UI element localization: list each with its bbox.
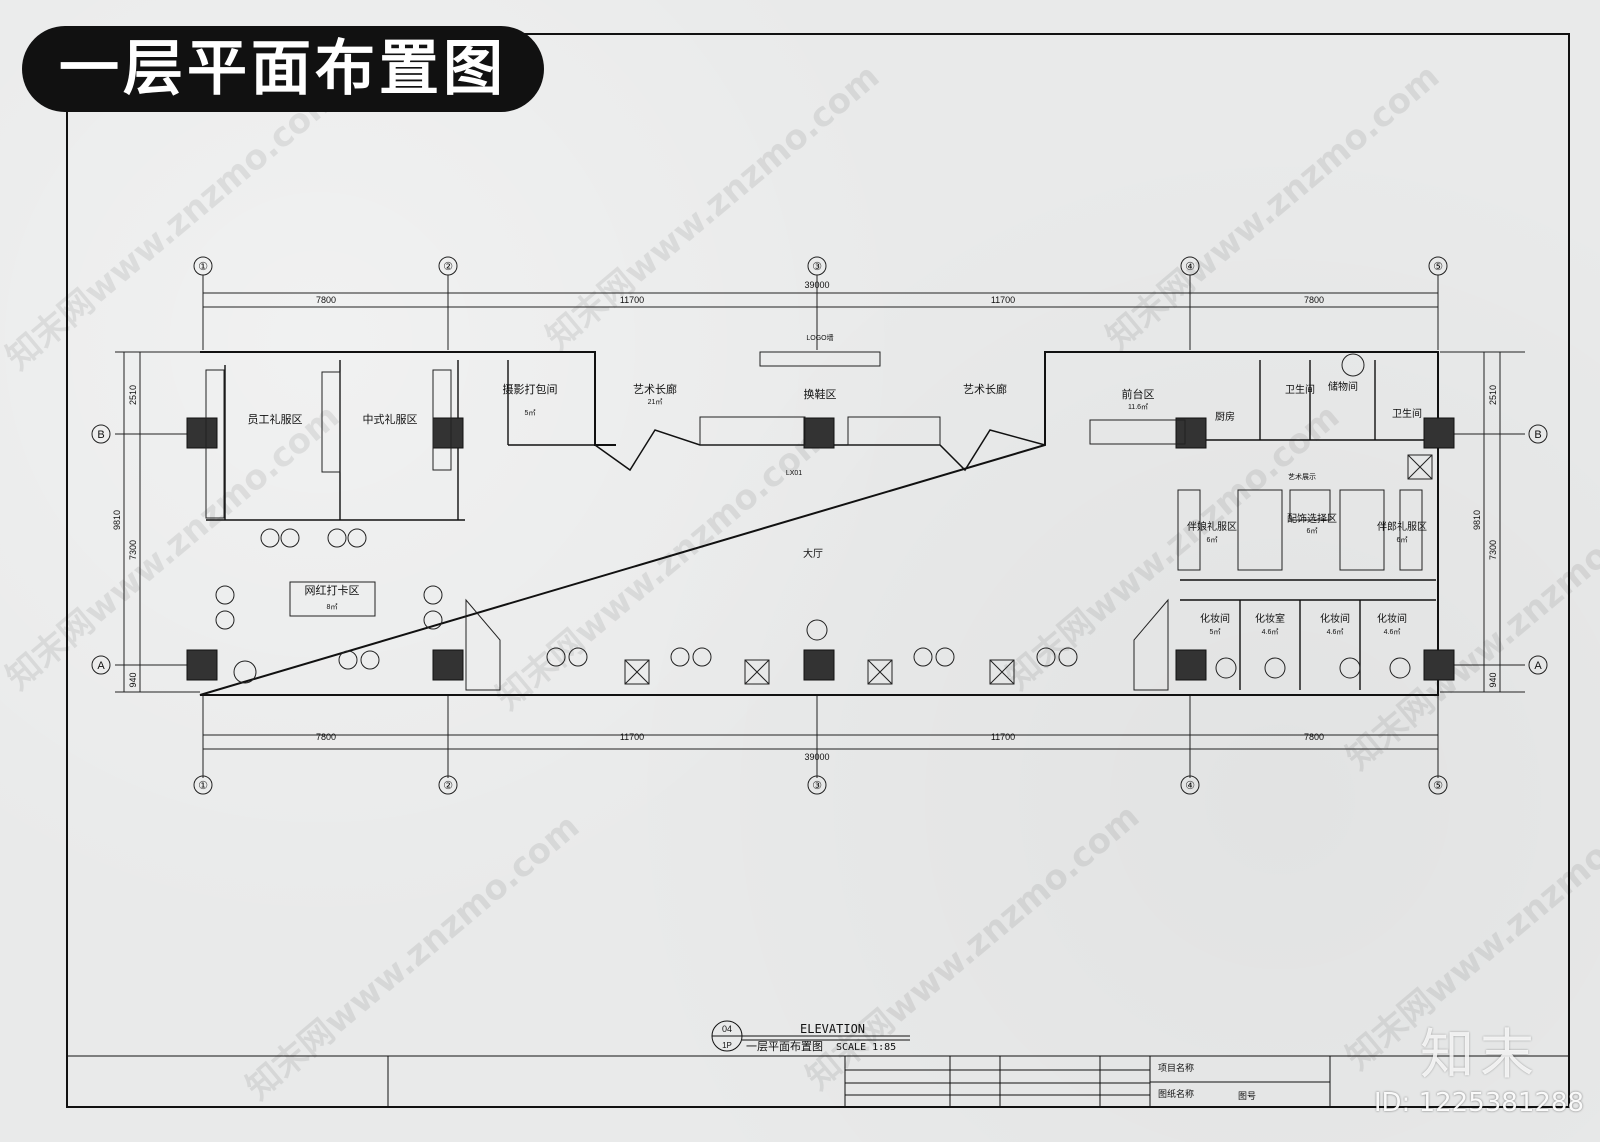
- dim-span: 7800: [316, 732, 336, 742]
- dim-side: 7300: [128, 540, 138, 560]
- elevation-caption: 一层平面布置图: [746, 1040, 823, 1053]
- axis-label: A: [97, 660, 105, 672]
- dim-side-total: 9810: [112, 510, 122, 530]
- room-label: 储物间: [1328, 380, 1358, 393]
- dim-span: 7800: [1304, 732, 1324, 742]
- room-area: 6㎡: [1397, 536, 1408, 544]
- room-label: 化妆间: [1200, 612, 1230, 625]
- dim-span: 11700: [991, 732, 1015, 742]
- axis-label: ④: [1185, 780, 1195, 792]
- axis-label: ⑤: [1433, 780, 1443, 792]
- room-area: 11.6㎡: [1128, 403, 1148, 411]
- room-label: 配饰选择区: [1287, 512, 1337, 525]
- dim-span: 7800: [316, 295, 336, 305]
- room-area: 4.6㎡: [1327, 628, 1344, 636]
- dim-side: 2510: [128, 385, 138, 405]
- room-area: 4.6㎡: [1384, 628, 1401, 636]
- note-label: 艺术展示: [1288, 472, 1316, 481]
- axis-label: ①: [198, 261, 208, 273]
- elevation-number: 04: [722, 1024, 732, 1034]
- dim-side: 940: [1488, 672, 1498, 687]
- dim-span: 11700: [620, 295, 644, 305]
- dim-total: 39000: [804, 752, 829, 762]
- elevation-scale: SCALE 1:85: [836, 1042, 896, 1053]
- room-label: 伴娘礼服区: [1187, 520, 1237, 533]
- dim-side: 7300: [1488, 540, 1498, 560]
- room-area: 21㎡: [648, 398, 663, 406]
- dim-side: 940: [128, 672, 138, 687]
- room-label: 中式礼服区: [363, 412, 418, 426]
- axis-label: ②: [443, 780, 453, 792]
- drawing-name-label: 图纸名称: [1158, 1088, 1194, 1099]
- room-label: 摄影打包间: [503, 382, 558, 396]
- room-label: 前台区: [1122, 387, 1155, 401]
- dim-span: 11700: [991, 295, 1015, 305]
- room-label: 化妆间: [1377, 612, 1407, 625]
- axis-label: ⑤: [1433, 261, 1443, 273]
- page-title: 一层平面布置图: [22, 26, 544, 112]
- axis-label: B: [1534, 429, 1541, 441]
- drawing-frame: [66, 33, 1570, 1108]
- room-area: 5㎡: [525, 409, 536, 417]
- drawing-no-label: 图号: [1238, 1091, 1256, 1101]
- dim-span: 11700: [620, 732, 644, 742]
- room-label: 卫生间: [1392, 407, 1422, 420]
- room-label: 化妆间: [1320, 612, 1350, 625]
- project-name-label: 项目名称: [1158, 1062, 1194, 1073]
- dim-total: 39000: [804, 280, 829, 290]
- note-label: LOGO墙: [806, 333, 833, 342]
- axis-label: ④: [1185, 261, 1195, 273]
- elevation-sheet: 1P: [722, 1041, 732, 1050]
- axis-label: ③: [812, 780, 822, 792]
- axis-label: B: [97, 429, 104, 441]
- room-area: 6㎡: [1207, 536, 1218, 544]
- room-label: 艺术长廊: [963, 382, 1007, 396]
- image-id: ID: 1225381288: [1373, 1088, 1584, 1118]
- room-label: 大厅: [803, 547, 823, 560]
- room-label: 员工礼服区: [248, 412, 303, 426]
- room-area: 5㎡: [1210, 628, 1221, 636]
- dim-side: 2510: [1488, 385, 1498, 405]
- dim-side-total: 9810: [1472, 510, 1482, 530]
- room-label: 艺术长廊: [633, 382, 677, 396]
- brand-logo: 知末: [1420, 1023, 1540, 1086]
- axis-label: ③: [812, 261, 822, 273]
- axis-label: ①: [198, 780, 208, 792]
- elevation-heading: ELEVATION: [800, 1022, 865, 1036]
- dim-span: 7800: [1304, 295, 1324, 305]
- note-label: LX01: [786, 470, 802, 477]
- room-label: 卫生间: [1285, 383, 1315, 396]
- room-label: 换鞋区: [804, 387, 837, 401]
- room-label: 网红打卡区: [305, 583, 360, 597]
- room-area: 4.6㎡: [1262, 628, 1279, 636]
- axis-label: ②: [443, 261, 453, 273]
- room-area: 8㎡: [327, 603, 338, 611]
- room-label: 伴郎礼服区: [1377, 520, 1427, 533]
- room-area: 6㎡: [1307, 527, 1318, 535]
- room-label: 化妆室: [1255, 612, 1285, 625]
- room-label: 厨房: [1215, 410, 1235, 423]
- axis-label: A: [1534, 660, 1542, 672]
